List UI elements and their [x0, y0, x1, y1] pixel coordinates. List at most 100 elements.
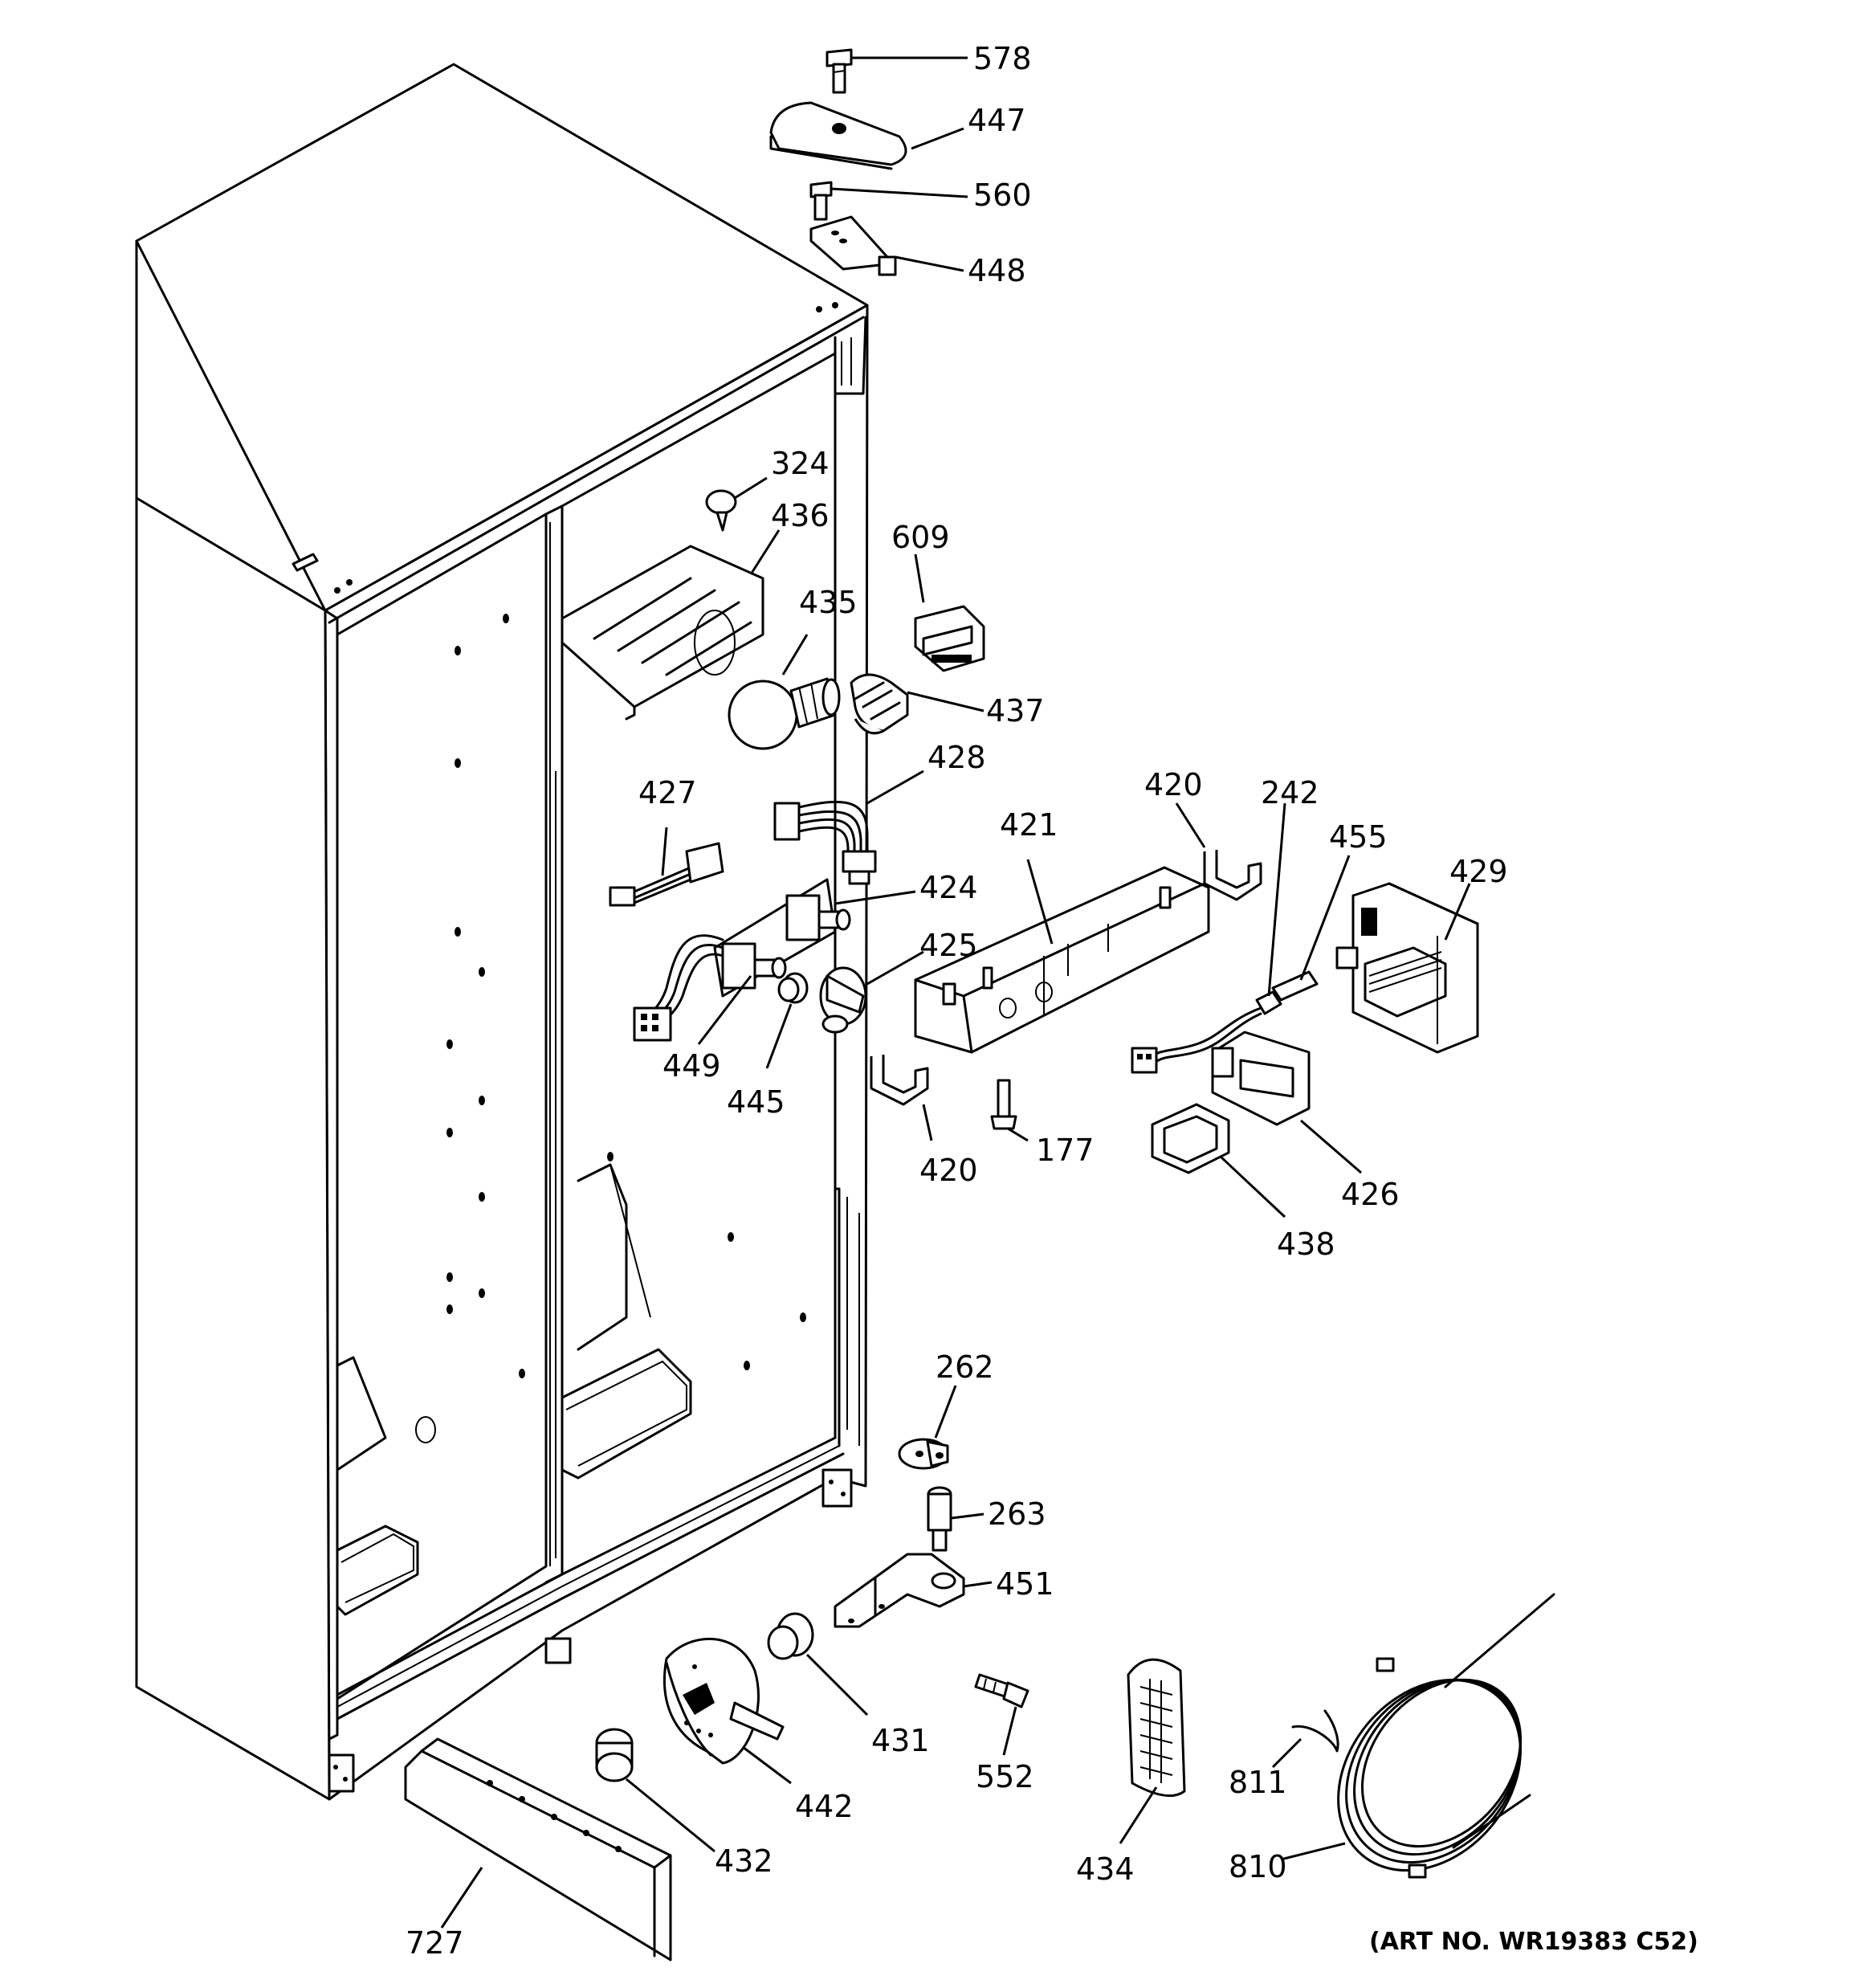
part-429-cover	[1335, 882, 1479, 1054]
part-420-clip-top	[1203, 850, 1262, 901]
leader-560	[830, 187, 968, 198]
callout-438: 438	[1277, 1227, 1335, 1262]
callout-177: 177	[1036, 1133, 1095, 1168]
part-810-tubing-coil	[1337, 1593, 1555, 1879]
part-426-damper-control	[1211, 1031, 1311, 1126]
callout-442: 442	[795, 1789, 854, 1824]
leader-425	[866, 950, 924, 986]
callout-432: 432	[715, 1843, 773, 1879]
leader-420a	[1175, 802, 1206, 848]
callout-447: 447	[968, 103, 1026, 138]
callout-420-bottom: 420	[919, 1153, 978, 1188]
leader-431	[805, 1653, 869, 1717]
callout-811: 811	[1229, 1765, 1287, 1800]
part-431-bushing	[767, 1612, 814, 1660]
part-811-clip	[1291, 1709, 1339, 1753]
part-727-kick-plate	[404, 1737, 672, 1961]
callout-leaders	[440, 56, 1471, 1929]
leader-438	[1219, 1155, 1286, 1219]
leader-447	[911, 127, 964, 150]
part-177-screw	[990, 1079, 1017, 1130]
leader-263	[951, 1512, 984, 1520]
callout-560: 560	[973, 178, 1032, 213]
callout-420-top: 420	[1144, 767, 1203, 802]
callout-727: 727	[406, 1925, 464, 1961]
callout-425: 425	[919, 928, 978, 963]
part-451-bottom-hinge	[834, 1553, 965, 1628]
callout-437: 437	[986, 693, 1045, 729]
callout-429: 429	[1449, 854, 1508, 889]
part-437-light-socket	[850, 673, 909, 735]
callout-426: 426	[1341, 1177, 1400, 1212]
part-425-knob	[819, 966, 867, 1034]
leader-434	[1119, 1786, 1158, 1844]
leader-262	[934, 1385, 957, 1439]
callout-436: 436	[771, 498, 830, 533]
leader-455	[1299, 855, 1351, 981]
part-442-drive-assembly	[662, 1637, 785, 1765]
leader-177	[1007, 1127, 1029, 1142]
part-432-sleeve	[595, 1728, 634, 1782]
part-262-cam	[898, 1438, 949, 1470]
callout-424: 424	[919, 870, 978, 905]
callout-451: 451	[996, 1566, 1054, 1602]
cabinet-body	[135, 63, 869, 1801]
part-428-wire-harness	[773, 801, 877, 885]
callout-324: 324	[771, 446, 830, 481]
leader-427	[661, 827, 668, 876]
leader-421	[1026, 859, 1054, 945]
leader-449	[697, 975, 752, 1045]
callout-578: 578	[973, 41, 1032, 76]
leader-424	[834, 890, 916, 905]
callout-428: 428	[927, 740, 986, 775]
leader-811	[1271, 1737, 1302, 1769]
leader-727	[440, 1867, 483, 1929]
callout-435: 435	[799, 585, 858, 620]
callout-455: 455	[1329, 819, 1388, 855]
leader-448	[895, 255, 964, 272]
part-242-thermistor	[1131, 990, 1282, 1074]
callout-427: 427	[638, 775, 697, 810]
callout-448: 448	[968, 253, 1026, 288]
part-434-grille	[1127, 1658, 1186, 1798]
leader-324	[734, 476, 768, 500]
callout-421: 421	[1000, 807, 1058, 843]
leader-437	[907, 691, 984, 712]
callout-431: 431	[871, 1723, 930, 1758]
part-448-hinge	[809, 215, 897, 276]
leader-436	[749, 529, 781, 575]
callout-labels: 578 447 560 448 324 436 609 435 437 428 …	[406, 41, 1508, 1961]
part-421-control-housing	[914, 866, 1210, 1054]
leader-242	[1267, 802, 1286, 997]
callout-434: 434	[1076, 1851, 1135, 1887]
part-427-wire-harness	[609, 842, 724, 907]
part-552-screw	[974, 1673, 1029, 1708]
leader-435	[781, 634, 809, 676]
part-445-knob-insert	[777, 972, 809, 1004]
callout-242: 242	[1261, 775, 1319, 810]
leader-442	[742, 1745, 792, 1785]
leader-445	[765, 1003, 793, 1069]
callout-449: 449	[662, 1048, 721, 1084]
leader-609	[914, 553, 925, 603]
leader-420b	[922, 1104, 933, 1141]
part-436-light-shield	[561, 545, 764, 720]
part-420-clip-bottom	[870, 1055, 929, 1106]
callout-552: 552	[976, 1759, 1034, 1794]
part-578-screw	[826, 48, 853, 94]
leader-432	[626, 1778, 715, 1853]
part-609-switch	[914, 605, 985, 672]
part-263-hinge-pin	[927, 1486, 952, 1552]
part-560-screw	[809, 181, 833, 221]
callout-445: 445	[727, 1084, 785, 1120]
part-424-control-assembly	[633, 878, 851, 1042]
part-435-light-bulb	[728, 677, 841, 750]
callout-262: 262	[936, 1349, 994, 1385]
leader-426	[1300, 1119, 1362, 1174]
part-455-connector	[1271, 970, 1319, 1002]
part-438-grille	[1151, 1103, 1230, 1174]
leader-428	[866, 769, 924, 805]
leader-429	[1444, 883, 1471, 941]
part-324-push-pin	[705, 489, 737, 532]
